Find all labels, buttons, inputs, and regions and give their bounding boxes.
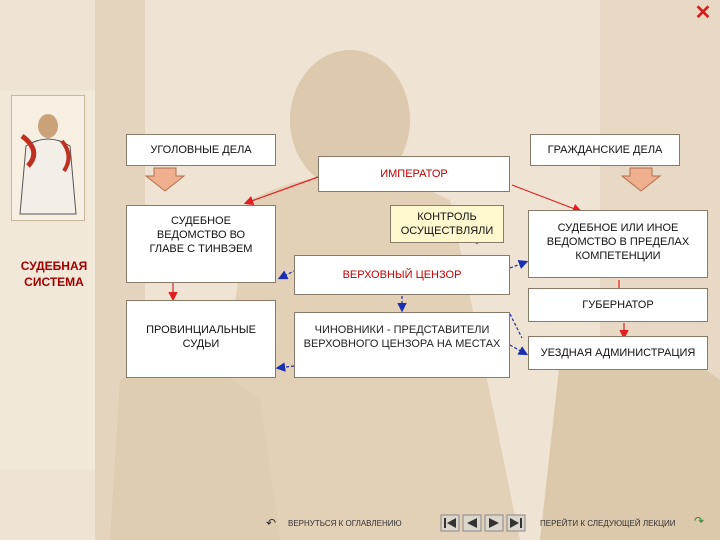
box-civil-cases: ГРАЖДАНСКИЕ ДЕЛА [530,134,680,166]
forward-arrow-icon[interactable]: ↷ [694,514,705,528]
fat-arrow-left [144,167,186,192]
close-icon[interactable]: ✕ [694,2,712,24]
nav-buttons [440,514,526,532]
box-control: КОНТРОЛЬ ОСУЩЕСТВЛЯЛИ [390,205,504,243]
box-emperor: ИМПЕРАТОР [318,156,510,192]
next-lecture-link[interactable]: ПЕРЕЙТИ К СЛЕДУЮЩЕЙ ЛЕКЦИИ [540,519,676,528]
box-criminal-cases: УГОЛОВНЫЕ ДЕЛА [126,134,276,166]
box-judicial-or-other: СУДЕБНОЕ ИЛИ ИНОЕ ВЕДОМСТВО В ПРЕДЕЛАХ К… [528,210,708,278]
first-slide-icon[interactable] [440,514,460,532]
box-judicial-department: СУДЕБНОЕ ВЕДОМСТВО ВО ГЛАВЕ С ТИНВЭЕМ [126,205,276,283]
portrait-image [11,95,85,221]
back-arrow-icon[interactable]: ↶ [266,516,277,530]
last-slide-icon[interactable] [506,514,526,532]
back-to-contents-link[interactable]: ВЕРНУТЬСЯ К ОГЛАВЛЕНИЮ [288,519,402,528]
fat-arrow-right [620,167,662,192]
side-title: СУДЕБНАЯ СИСТЕМА [20,259,88,289]
previous-slide-icon[interactable] [462,514,482,532]
box-chief-censor: ВЕРХОВНЫЙ ЦЕНЗОР [294,255,510,295]
box-governor: ГУБЕРНАТОР [528,288,708,322]
box-provincial-judges: ПРОВИНЦИАЛЬНЫЕ СУДЬИ [126,300,276,378]
box-county-administration: УЕЗДНАЯ АДМИНИСТРАЦИЯ [528,336,708,370]
box-officials: ЧИНОВНИКИ - ПРЕДСТАВИТЕЛИ ВЕРХОВНОГО ЦЕН… [294,312,510,378]
next-slide-icon[interactable] [484,514,504,532]
